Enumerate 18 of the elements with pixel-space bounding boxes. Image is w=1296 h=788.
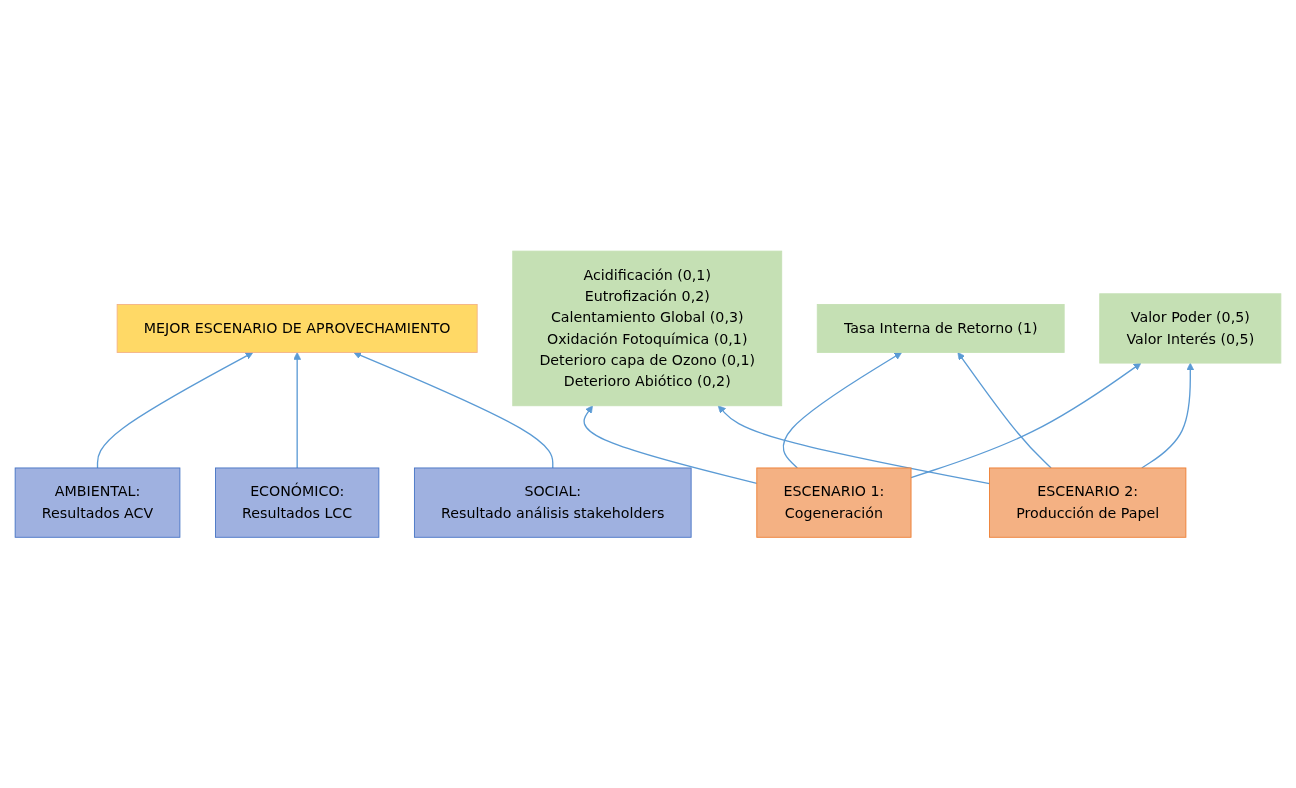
node-box: Valor Poder (0,5) Valor Interés (0,5) [1099,293,1282,364]
arrow [353,351,554,469]
node-box: Tasa Interna de Retorno (1) [816,303,1065,353]
node-box: AMBIENTAL: Resultados ACV [14,467,181,538]
arrow [293,351,302,469]
node-box: ESCENARIO 2: Producción de Papel [989,467,1187,538]
arrow [957,351,1052,469]
arrow [782,351,903,469]
node-box: ECONÓMICO: Resultados LCC [215,467,380,538]
node-box: MEJOR ESCENARIO DE APROVECHAMIENTO [116,303,478,353]
node-box: Acidificación (0,1) Eutrofización 0,2) Calentamiento Global (0,3) Oxidación Fotoquímica (0,1) Deterioro capa de Ozono (0,1) Deterioro Abiótico (0,2) [512,250,783,406]
arrow [583,405,758,484]
node-box: SOCIAL: Resultado análisis stakeholders [413,467,692,538]
arrow [96,351,254,469]
node-box: ESCENARIO 1: Cogeneración [756,467,912,538]
arrow [717,405,991,485]
arrow [1141,362,1195,469]
arrow [910,362,1142,478]
